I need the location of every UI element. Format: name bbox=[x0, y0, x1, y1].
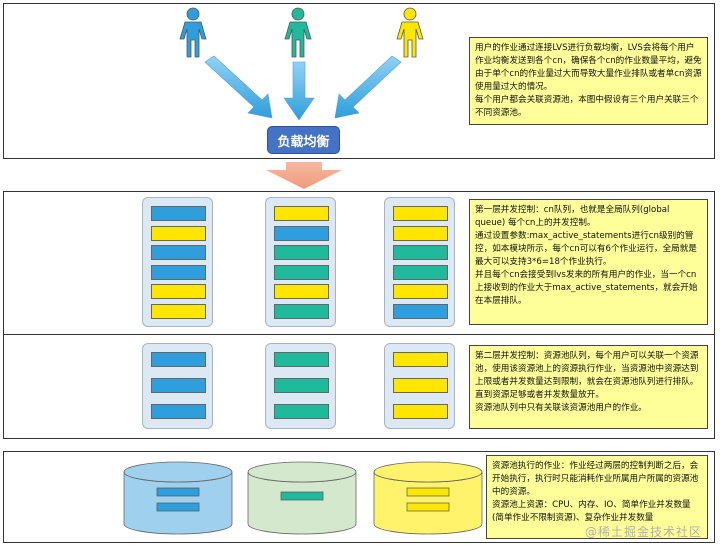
note-pool-queue: 第二层并发控制：资源池队列，每个用户可以关联一个资源池，使用该资源池上的资源执行… bbox=[469, 345, 708, 429]
job-item bbox=[151, 352, 206, 367]
panel-divider bbox=[3, 334, 715, 335]
job-item bbox=[274, 378, 329, 393]
load-balancer-box: 负载均衡 bbox=[267, 126, 340, 154]
job-item bbox=[274, 352, 329, 367]
cn-queue bbox=[265, 197, 336, 327]
resource-pool-cylinder bbox=[123, 461, 233, 535]
note-resource-pool: 资源池执行的作业：作业经过两层的控制判断之后，会开始执行，执行时只能消耗作业所属… bbox=[486, 455, 708, 539]
note-paragraph: 通过设置参数:max_active_statements进行cn级别的管控，如本… bbox=[475, 231, 697, 267]
cn-queue bbox=[142, 197, 213, 327]
resource-pool-cylinder bbox=[373, 461, 483, 535]
job-item bbox=[151, 284, 206, 299]
note-paragraph: 资源池队列中只有关联该资源池用户的作业。 bbox=[475, 403, 647, 413]
running-job-item bbox=[406, 502, 450, 512]
user-yellow-icon bbox=[396, 7, 424, 58]
note-paragraph: 并且每个cn会接受到lvs发来的所有用户的作业，当一个cn上接收到的作业大于ma… bbox=[475, 270, 698, 306]
running-job-item bbox=[156, 502, 200, 512]
job-item bbox=[393, 245, 448, 260]
cn-queue bbox=[384, 197, 455, 327]
running-job-item bbox=[280, 491, 324, 501]
watermark: @稀土掘金技术社区 bbox=[584, 525, 702, 539]
note-paragraph: 每个用户都会关联资源池，本图中假设有三个用户关联三个不同资源池。 bbox=[475, 95, 699, 118]
note-paragraph: 资源池执行的作业：作业经过两层的控制判断之后，会开始执行，执行时只能消耗作业所属… bbox=[492, 461, 699, 497]
job-item bbox=[151, 225, 206, 241]
running-job-item bbox=[156, 487, 200, 497]
note-lvs-balancing: 用户的作业通过连接LVS进行负载均衡，LVS会将每个用户作业均衡发送到各个cn，… bbox=[469, 37, 708, 125]
resource-pool-cylinder bbox=[247, 461, 357, 535]
arrow-right-icon bbox=[334, 55, 402, 119]
job-item bbox=[274, 245, 329, 260]
user-to-lb-arrows bbox=[204, 55, 402, 121]
running-job-item bbox=[406, 487, 450, 497]
job-item bbox=[393, 264, 448, 280]
note-paragraph: 第二层并发控制：资源池队列，每个用户可以关联一个资源池，使用该资源池上的资源执行… bbox=[475, 351, 699, 400]
job-item bbox=[393, 404, 448, 419]
job-item bbox=[151, 303, 206, 319]
job-item bbox=[274, 404, 329, 419]
job-item bbox=[274, 284, 329, 299]
job-item bbox=[274, 225, 329, 241]
user-teal-icon bbox=[284, 7, 312, 58]
job-item bbox=[274, 303, 329, 319]
job-item bbox=[151, 404, 206, 419]
user-blue-icon bbox=[179, 7, 207, 58]
note-global-queue: 第一层并发控制：cn队列，也就是全局队列(global queue) 每个cn上… bbox=[469, 199, 708, 325]
note-paragraph: 资源池上资源：CPU、内存、IO、简单作业并发数量(简单作业不限制资源)、复杂作… bbox=[492, 500, 691, 523]
job-item bbox=[393, 303, 448, 319]
pool-queue bbox=[265, 343, 336, 429]
job-item bbox=[274, 264, 329, 280]
down-arrow-icon bbox=[266, 162, 342, 189]
job-item bbox=[393, 378, 448, 393]
pool-queue bbox=[384, 343, 455, 429]
note-paragraph: 第一层并发控制：cn队列，也就是全局队列(global queue) 每个cn上… bbox=[475, 205, 670, 228]
job-item bbox=[274, 206, 329, 221]
arrow-center-icon bbox=[283, 61, 315, 121]
job-item bbox=[151, 264, 206, 280]
pool-queue bbox=[142, 343, 213, 429]
job-item bbox=[151, 245, 206, 260]
job-item bbox=[393, 225, 448, 241]
job-item bbox=[393, 352, 448, 367]
note-paragraph: 用户的作业通过连接LVS进行负载均衡，LVS会将每个用户作业均衡发送到各个cn，… bbox=[475, 43, 702, 92]
job-item bbox=[151, 206, 206, 221]
job-item bbox=[393, 284, 448, 299]
job-item bbox=[151, 378, 206, 393]
arrow-left-icon bbox=[204, 55, 273, 119]
job-item bbox=[393, 206, 448, 221]
